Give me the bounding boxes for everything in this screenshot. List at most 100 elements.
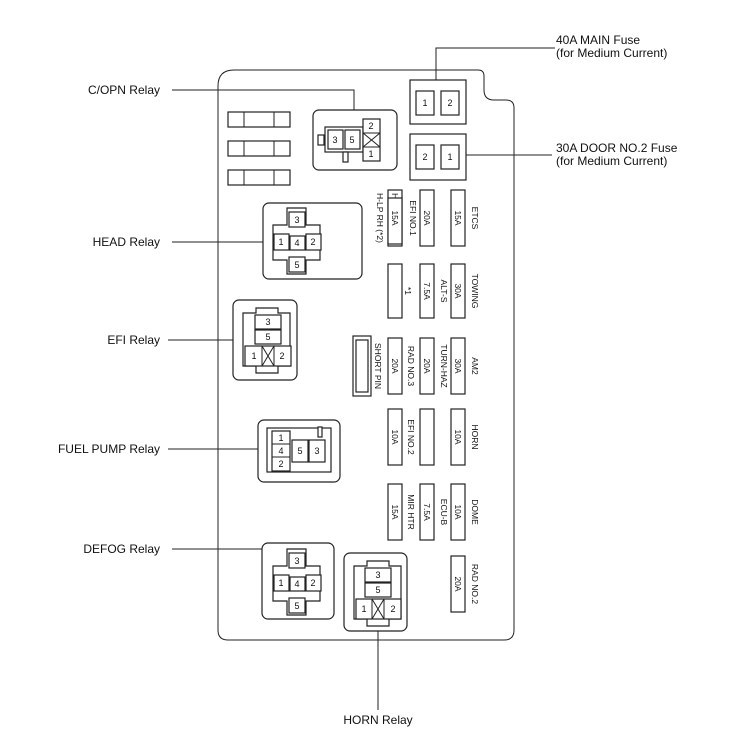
svg-text:DOME: DOME [470,499,480,525]
svg-text:*1: *1 [403,287,413,295]
svg-text:20A: 20A [453,576,463,591]
svg-text:7.5A: 7.5A [422,282,432,300]
svg-text:4: 4 [294,579,299,589]
svg-text:TOWING: TOWING [470,274,480,309]
svg-text:10A: 10A [453,504,463,519]
fuse-dome: 10A [450,483,466,541]
svg-text:5: 5 [294,601,299,611]
svg-text:4: 4 [278,446,283,456]
svg-text:4: 4 [294,238,299,248]
fuse-box-outline [217,69,515,641]
svg-text:15A: 15A [390,504,400,519]
fuse-turn-haz: 20A [419,337,435,395]
fuse-efi-no2: 10A [387,408,403,466]
svg-text:30A: 30A [453,283,463,298]
svg-text:ECU-B: ECU-B [439,499,449,526]
svg-text:3: 3 [375,570,380,580]
fuel-pump-relay-label: FUEL PUMP Relay [58,442,160,456]
svg-text:2: 2 [447,98,452,108]
fuse-rad-no2: 20A [450,555,466,613]
svg-text:5: 5 [294,260,299,270]
fuse-alt-s: 7.5A [419,263,435,319]
defog-relay: 3 1 4 2 5 [261,542,335,620]
fuse-hlp-rh: H-LP RH (*2) 15A [387,189,403,247]
svg-text:3: 3 [332,135,337,145]
svg-text:2: 2 [278,459,283,469]
fuse-efi-no1: 20A [419,189,435,247]
svg-text:20A: 20A [422,358,432,373]
svg-text:30A: 30A [453,358,463,373]
svg-text:7.5A: 7.5A [422,503,432,521]
svg-text:ALT-S: ALT-S [439,280,449,303]
svg-text:3: 3 [294,556,299,566]
fuse-empty-slot [419,408,435,466]
fuse-am2: 30A [450,337,466,395]
svg-text:1: 1 [361,604,366,614]
fuse-hlp-rh-name: H-LP RH (*2) [375,193,385,243]
svg-text:1: 1 [278,237,283,247]
svg-text:1: 1 [251,351,256,361]
svg-text:5: 5 [265,332,270,342]
svg-text:2: 2 [422,152,427,162]
svg-text:3: 3 [314,446,319,456]
defog-relay-label: DEFOG Relay [83,542,160,556]
svg-text:AM2: AM2 [470,357,480,375]
svg-text:1: 1 [278,578,283,588]
svg-text:15A: 15A [453,210,463,225]
fuse-towing: 30A [450,263,466,319]
svg-text:2: 2 [368,121,373,131]
horn-relay: 3 5 1 2 [343,552,408,632]
fuse-name-labels: EFI NO.1 ETCS ALT-S TOWING RAD NO.3 TURN… [406,200,480,604]
svg-text:TURN-HAZ: TURN-HAZ [439,344,449,387]
svg-text:1: 1 [278,433,283,443]
svg-text:EFI NO.2: EFI NO.2 [406,419,416,455]
main-fuse-sublabel: (for Medium Current) [556,46,667,60]
svg-text:2: 2 [390,604,395,614]
svg-text:RAD NO.3: RAD NO.3 [406,346,416,386]
svg-text:20A: 20A [390,358,400,373]
svg-text:1: 1 [447,152,452,162]
fuel-pump-relay: 1 4 2 5 3 [257,419,341,483]
door-fuse: 2 1 [409,133,467,181]
svg-text:20A: 20A [422,210,432,225]
svg-text:5: 5 [297,446,302,456]
copn-relay-label: C/OPN Relay [88,83,160,97]
svg-text:5: 5 [375,585,380,595]
fuse-etcs: 15A [450,189,466,247]
head-relay: 3 1 4 2 5 [262,202,363,280]
svg-text:2: 2 [310,578,315,588]
svg-text:10A: 10A [390,429,400,444]
svg-text:3: 3 [265,317,270,327]
svg-text:RAD NO.2: RAD NO.2 [470,564,480,604]
door-fuse-sublabel: (for Medium Current) [556,154,667,168]
copn-relay: 3 5 2 1 [312,109,398,171]
leader-lines [168,47,555,710]
head-relay-label: HEAD Relay [93,235,160,249]
spare-fuse-slots [227,111,291,186]
svg-text:2: 2 [279,351,284,361]
door-fuse-label: 30A DOOR NO.2 Fuse [556,141,678,155]
fuse-ecu-b: 7.5A [419,483,435,541]
efi-relay-label: EFI Relay [107,333,160,347]
svg-text:ETCS: ETCS [470,207,480,230]
svg-text:SHORT PIN: SHORT PIN [373,343,383,389]
svg-text:EFI NO.1: EFI NO.1 [408,200,418,236]
svg-text:1: 1 [422,98,427,108]
svg-text:5: 5 [349,135,354,145]
svg-text:10A: 10A [453,429,463,444]
fuse-horn: 10A [450,408,466,466]
svg-text:MIR HTR: MIR HTR [406,494,416,529]
main-fuse-label: 40A MAIN Fuse [556,33,640,47]
svg-text:HORN: HORN [470,424,480,449]
horn-relay-label: HORN Relay [343,713,412,727]
svg-text:1: 1 [368,149,373,159]
svg-text:3: 3 [294,215,299,225]
fuse-mir-htr: 15A [387,483,403,541]
main-fuse: 1 2 [409,79,467,125]
svg-text:15A: 15A [390,210,400,225]
fuse-star1: *1 [387,263,413,319]
short-pin: SHORT PIN [352,335,383,397]
fuse-rad-no3: 20A [387,337,403,395]
svg-text:2: 2 [310,237,315,247]
